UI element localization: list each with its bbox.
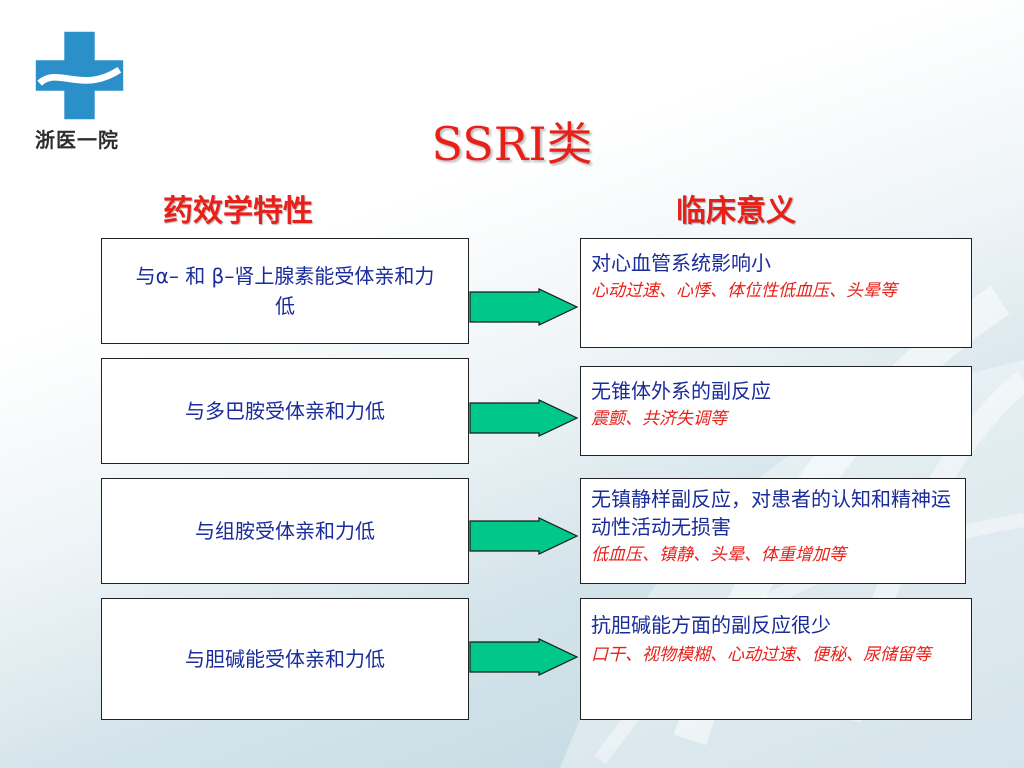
significance-main: 无锥体外系的副反应 [591,379,771,403]
property-text: 与α– 和 β–肾上腺素能受体亲和力低 [135,264,435,318]
significance-box-4: 抗胆碱能方面的副反应很少 口干、视物模糊、心动过速、便秘、尿储留等 [580,598,972,720]
significance-box-2: 无锥体外系的副反应 震颤、共济失调等 [580,366,972,456]
arrow-icon [469,288,579,326]
column-header-left: 药效学特性 [163,194,313,229]
significance-box-3: 无镇静样副反应，对患者的认知和精神运动性活动无损害 低血压、镇静、头晕、体重增加… [580,478,966,584]
logo: 浙医一院 [22,28,132,158]
slide-title: SSRI类 [431,117,593,171]
property-text: 与组胺受体亲和力低 [195,519,375,543]
property-box-1: 与α– 和 β–肾上腺素能受体亲和力低 [101,238,469,344]
property-box-4: 与胆碱能受体亲和力低 [101,598,469,720]
arrow-icon [469,399,579,437]
significance-detail: 震颤、共济失调等 [591,409,727,429]
medical-cross-icon [35,31,124,120]
property-box-2: 与多巴胺受体亲和力低 [101,358,469,464]
column-header-right: 临床意义 [676,194,796,229]
significance-detail: 低血压、镇静、头晕、体重增加等 [591,545,846,565]
property-text: 与胆碱能受体亲和力低 [185,647,385,671]
significance-detail: 口干、视物模糊、心动过速、便秘、尿储留等 [591,645,931,665]
property-box-3: 与组胺受体亲和力低 [101,478,469,584]
significance-main: 对心血管系统影响小 [591,251,771,275]
logo-text: 浙医一院 [35,128,119,152]
significance-main: 抗胆碱能方面的副反应很少 [591,613,831,637]
significance-detail: 心动过速、心悸、体位性低血压、头晕等 [591,281,897,301]
significance-main: 无镇静样副反应，对患者的认知和精神运动性活动无损害 [591,487,951,539]
significance-box-1: 对心血管系统影响小 心动过速、心悸、体位性低血压、头晕等 [580,238,972,348]
property-text: 与多巴胺受体亲和力低 [185,399,385,423]
arrow-icon [469,517,579,555]
arrow-icon [469,638,579,676]
